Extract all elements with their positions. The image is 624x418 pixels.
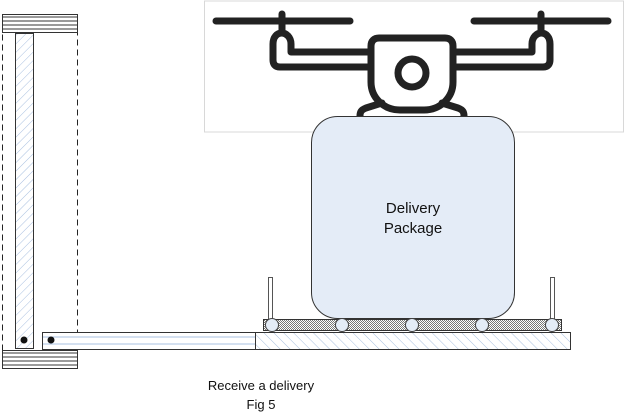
package-label-line1: Delivery (386, 200, 441, 217)
roller (265, 318, 279, 332)
left-post (268, 277, 273, 320)
roller (545, 318, 559, 332)
frame-sill (2, 350, 78, 369)
base-platform (255, 332, 571, 350)
door-panel (15, 33, 34, 349)
delivery-package: Delivery Package (311, 116, 515, 319)
figure-caption-number: Fig 5 (247, 397, 276, 412)
package-label-line2: Package (384, 220, 442, 237)
drone-image (204, 0, 624, 133)
package-box (311, 116, 515, 319)
roller (335, 318, 349, 332)
arm-body (42, 332, 256, 350)
drone-icon (212, 10, 612, 120)
right-post (550, 277, 555, 320)
extension-arm (42, 332, 256, 350)
rollers (265, 318, 559, 332)
figure-caption-title: Receive a delivery (208, 378, 315, 393)
door-frame (2, 14, 78, 369)
roller (475, 318, 489, 332)
roller (405, 318, 419, 332)
frame-header (2, 14, 78, 33)
door-pivot (20, 336, 28, 344)
arm-pivot (47, 336, 55, 344)
door-swing-outline (2, 14, 78, 368)
